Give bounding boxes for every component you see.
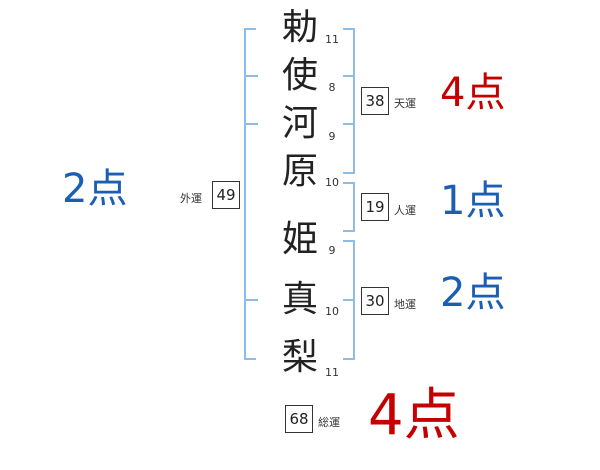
name-char: 使 xyxy=(281,55,318,96)
stroke-count: 8 xyxy=(328,81,336,94)
bracket-tick xyxy=(343,75,355,77)
bracket-tick xyxy=(246,299,258,301)
name-char: 真 xyxy=(281,279,318,320)
soun-score: 4点 xyxy=(368,383,460,448)
name-char: 勅 xyxy=(281,7,318,48)
bracket-tick xyxy=(246,75,258,77)
bracket-tick xyxy=(246,123,258,125)
name-char: 姫 xyxy=(281,219,318,260)
tenun-bracket xyxy=(343,28,355,174)
stroke-count: 11 xyxy=(325,33,339,46)
jinun-label: 人運 xyxy=(394,204,416,217)
jinun-score: 1点 xyxy=(440,178,506,224)
gaiun-score: 2点 xyxy=(62,166,128,212)
stroke-count: 10 xyxy=(325,176,339,189)
stroke-count: 9 xyxy=(328,244,336,257)
outer-bracket xyxy=(244,28,256,360)
chiun-label: 地運 xyxy=(394,298,416,311)
tenun-value: 38 xyxy=(361,87,389,115)
chiun-value: 30 xyxy=(361,287,389,315)
name-char: 梨 xyxy=(281,337,318,378)
stroke-count: 9 xyxy=(328,130,336,143)
soun-value: 68 xyxy=(285,405,313,433)
jinun-bracket xyxy=(343,182,355,232)
bracket-tick xyxy=(343,123,355,125)
tenun-label: 天運 xyxy=(394,97,416,110)
name-char: 河 xyxy=(281,103,318,144)
tenun-score: 4点 xyxy=(440,70,506,116)
name-char: 原 xyxy=(281,151,318,192)
soun-label: 総運 xyxy=(318,416,340,429)
gaiun-value: 49 xyxy=(212,181,240,209)
stroke-count: 10 xyxy=(325,305,339,318)
gaiun-label: 外運 xyxy=(180,192,202,205)
stroke-count: 11 xyxy=(325,366,339,379)
chiun-score: 2点 xyxy=(440,270,506,316)
jinun-value: 19 xyxy=(361,193,389,221)
bracket-tick xyxy=(343,299,355,301)
